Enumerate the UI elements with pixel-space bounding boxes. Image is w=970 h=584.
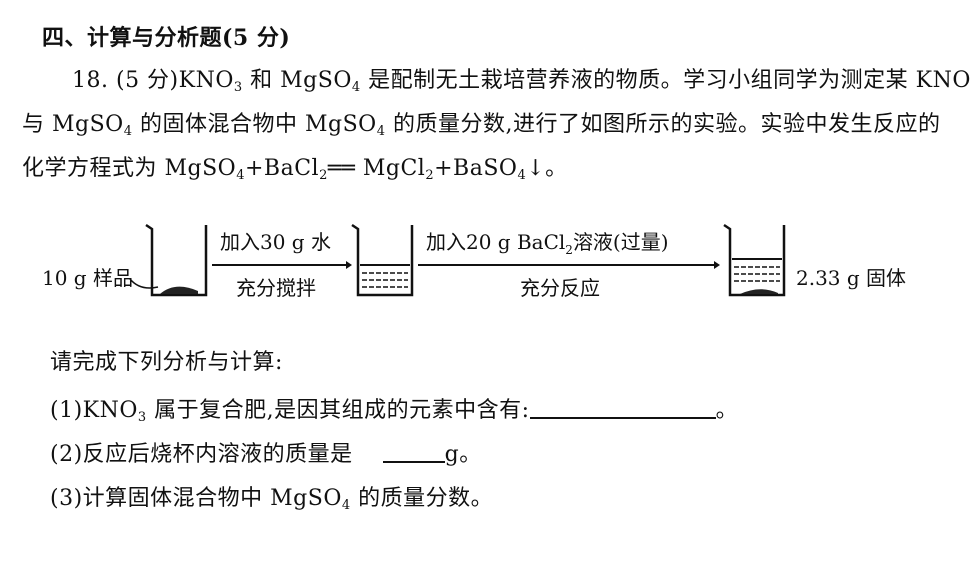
answer-blank-2[interactable] <box>382 441 445 463</box>
section-title: 四、计算与分析题(5 分) <box>42 25 291 51</box>
beaker-1-icon <box>145 223 208 297</box>
answer-blank-1[interactable] <box>529 397 716 419</box>
pointer-line <box>129 278 159 289</box>
prompt-line: 请完成下列分析与计算: <box>50 350 283 375</box>
arrow2-top-label: 加入20 g BaCl2溶液(过量) <box>426 230 669 257</box>
question-line-2: 与 MgSO4 的固体混合物中 MgSO4 的质量分数,进行了如图所示的实验。实… <box>22 112 941 139</box>
experiment-diagram: 10 g 样品 加入30 g 水 充分搅拌 加入20 g BaCl2溶液(过量)… <box>42 223 906 300</box>
sub-question-3: (3)计算固体混合物中 MgSO4 的质量分数。 <box>50 486 494 513</box>
beaker-3-icon <box>723 223 786 297</box>
question-line-1: 18. (5 分)KNO3 和 MgSO4 是配制无土栽培营养液的物质。学习小组… <box>72 68 970 95</box>
arrow2-bottom-label: 充分反应 <box>520 276 600 300</box>
chemical-equation-line: 化学方程式为 MgSO4+BaCl2══ MgCl2+BaSO4↓。 <box>22 156 568 183</box>
arrow-1-head <box>346 261 352 269</box>
arrow-2-head <box>714 261 720 269</box>
sample-label: 10 g 样品 <box>42 266 133 290</box>
arrow1-top-label: 加入30 g 水 <box>220 230 331 254</box>
beaker-2-icon <box>351 223 414 297</box>
arrow1-bottom-label: 充分搅拌 <box>236 276 316 300</box>
result-label: 2.33 g 固体 <box>796 266 906 290</box>
sub-question-1: (1)KNO3 属于复合肥,是因其组成的元素中含有:。 <box>50 397 739 425</box>
